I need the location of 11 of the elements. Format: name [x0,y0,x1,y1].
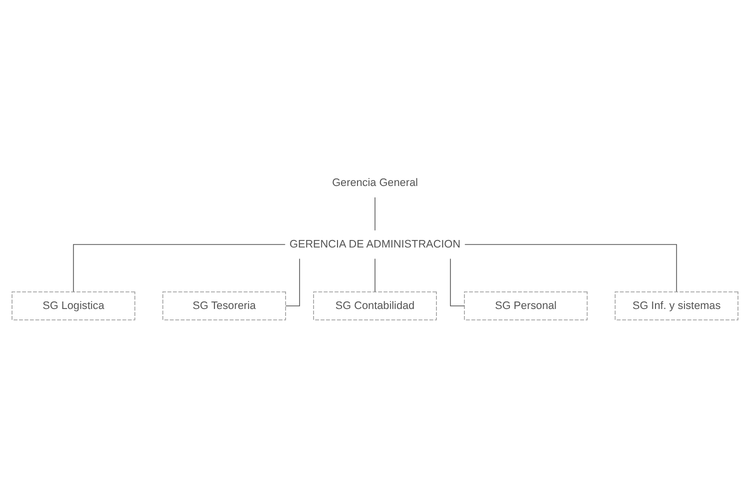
node-text: GERENCIA DE ADMINISTRACION [289,238,461,250]
node-text: Gerencia General [332,176,418,188]
connector [374,258,376,292]
connector [374,196,376,230]
connector [464,244,677,292]
node-box: SG Logistica [12,291,136,320]
node-box: SG Contabilidad [313,291,437,320]
node-box: SG Tesoreria [162,291,286,320]
node-box: SG Inf. y sistemas [614,291,738,320]
node-box: SG Personal [464,291,588,320]
connector [73,244,286,292]
